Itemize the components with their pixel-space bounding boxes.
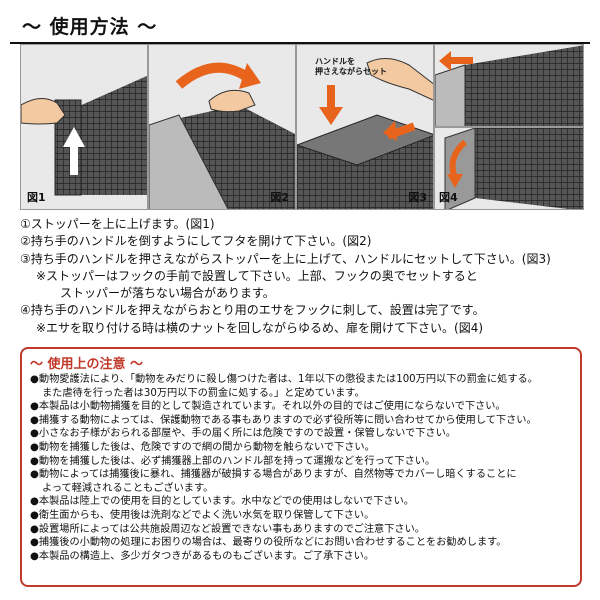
caution-item: ●衛生面からも、使用後は洗剤などでよく洗い水気を取り保管して下さい。 [30, 509, 375, 521]
figure-4-top-panel [434, 44, 584, 127]
instruction-note: ※ストッパーはフックの手前で設置して下さい。上部、フックの奥でセットすると [36, 268, 478, 283]
instruction-line: ④持ち手のハンドルを押えながらおとり用のエサをフックに刺して、設置は完了です。 [20, 303, 485, 318]
caution-item: ●動物を捕獲した後は、危険ですので網の間から動物を触らないで下さい。 [30, 441, 375, 453]
instruction-note: ※エサを取り付ける時は横のナットを回しながらゆるめ、扉を開けて下さい。(図4) [36, 320, 484, 335]
figure-4-top-illustration [435, 45, 583, 126]
instruction-line: ①ストッパーを上に上げます。(図1) [20, 217, 215, 231]
caution-item: ●捕獲する動物によっては、保護動物である事もありますので必ず役所等に問い合わせて… [30, 414, 537, 426]
header-divider [10, 42, 590, 44]
caution-item: ●動物によっては捕獲後に暴れ、捕獲器が破損する場合がありますが、自然物等でカバー… [30, 469, 517, 481]
caution-item: よって軽減されることもございます。 [42, 482, 214, 494]
section-title: 〜 使用方法 〜 [22, 16, 158, 38]
figure-3-note-line2: 押さえながらセット [315, 67, 387, 76]
caution-item: ●動物愛護法により、「動物をみだりに殺し傷つけた者は、1年以下の懲役または100… [30, 374, 538, 385]
figure-3-note-line1: ハンドルを [315, 57, 355, 66]
instruction-line: ③持ち手のハンドルを押さえながらストッパーを上に上げて、ハンドルにセットして下さ… [20, 251, 551, 266]
caution-item: ●捕獲後の小動物の処理にお困りの場合は、最寄りの役所などにお問い合わせすることを… [30, 537, 507, 549]
figure-4-label: 図4 [439, 191, 458, 204]
figure-1-panel: 図1 [20, 44, 148, 210]
usage-instructions: ①ストッパーを上に上げます。(図1) ②持ち手のハンドルを倒すようにしてフタを開… [20, 216, 580, 337]
figure-2-panel: 図2 [148, 44, 296, 210]
figure-2-illustration [149, 62, 295, 209]
figure-4-bottom-panel: 図4 [434, 127, 584, 210]
figure-3-illustration [297, 58, 433, 209]
caution-item: ●設置場所によっては公共施設周辺など設置できない事もありますのでご注意下さい。 [30, 523, 425, 535]
section-header: 〜 使用方法 〜 [10, 12, 590, 44]
figure-3-panel: ハンドルを 押さえながらセット 図3 [296, 44, 434, 210]
figure-1-illustration [21, 75, 147, 196]
caution-item: ●小さなお子様がおられる部屋や、手の届く所には危険ですので設置・保管しないで下さ… [30, 428, 456, 440]
caution-item: ●本製品は小動物捕獲を目的として製造されています。それ以外の目的ではご使用になら… [30, 401, 506, 413]
figure-3-label: 図3 [408, 191, 427, 204]
caution-list: ●動物愛護法により、「動物をみだりに殺し傷つけた者は、1年以下の懲役または100… [30, 373, 576, 563]
figure-4-bottom-illustration [444, 128, 583, 209]
caution-item: ●動物を捕獲した後は、必ず捕獲器上部のハンドル部を持って運搬などを行って下さい。 [30, 455, 436, 467]
caution-item: ●本製品の構造上、多少ガタつきがあるものもございます。ご了承下さい。 [30, 550, 375, 562]
figure-2-label: 図2 [270, 191, 289, 204]
figure-3-note: ハンドルを 押さえながらセット [315, 57, 387, 77]
caution-box: 〜 使用上の注意 〜 ●動物愛護法により、「動物をみだりに殺し傷つけた者は、1年… [20, 347, 582, 587]
instruction-line: ②持ち手のハンドルを倒すようにしてフタを開けて下さい。(図2) [20, 234, 372, 249]
caution-item: また虐待を行った者は30万円以下の罰金に処する。」と定めています。 [42, 387, 365, 399]
caution-item: ●本製品は陸上での使用を目的としています。水中などでの使用はしないで下さい。 [30, 496, 414, 508]
instruction-note: ストッパーが落ちない場合があります。 [60, 286, 275, 301]
figure-1-label: 図1 [27, 191, 46, 204]
caution-title: 〜 使用上の注意 〜 [30, 357, 144, 372]
